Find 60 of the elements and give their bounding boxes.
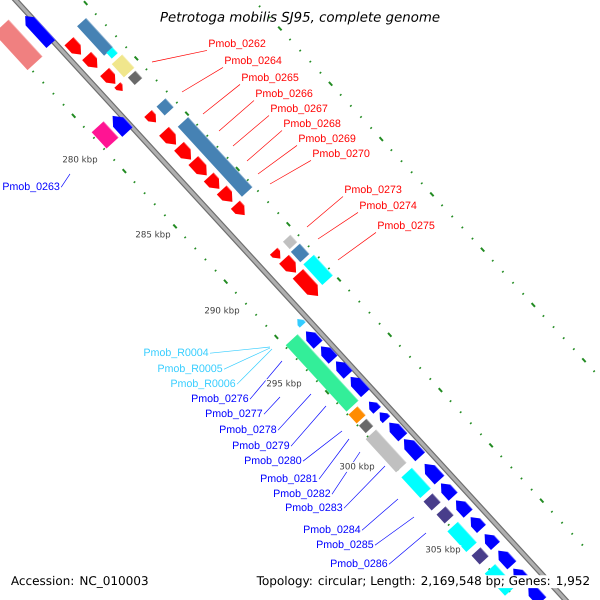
gene-label: Pmob_0277 <box>206 409 262 420</box>
genome-stats-text: Topology: circular; Length: 2,169,548 bp; Genes: 1,952 <box>256 575 591 588</box>
gene-label: Pmob_0283 <box>286 503 342 514</box>
leader-line <box>60 174 70 188</box>
gene-label: Pmob_0273 <box>345 185 402 196</box>
scale-label: 295 kbp <box>266 379 302 389</box>
leader-line <box>290 406 326 447</box>
gene-label: Pmob_0270 <box>313 149 370 160</box>
leader-line <box>302 430 342 462</box>
leader-line <box>264 396 280 415</box>
scale-label: 290 kbp <box>204 306 240 316</box>
gene-label: Pmob_0284 <box>304 525 360 536</box>
leader-line <box>246 130 282 162</box>
gene-label: Pmob_0268 <box>284 119 340 130</box>
gene-label: Pmob_0267 <box>271 104 328 114</box>
gene-label: Pmob_0265 <box>242 73 298 84</box>
leader-line <box>318 212 358 240</box>
accession-text: Accession: NC_010003 <box>11 576 148 588</box>
gene-label: Pmob_0263 <box>3 182 60 192</box>
gene-label: Pmob_0264 <box>225 56 282 66</box>
leader-line <box>362 498 398 531</box>
leader-line <box>388 532 426 565</box>
scale-label: 285 kbp <box>134 230 172 240</box>
gene-label: Pmob_0276 <box>192 394 248 404</box>
leader-line <box>232 115 270 146</box>
scale-label: 280 kbp <box>62 155 98 165</box>
gene-label: Pmob_0266 <box>256 89 312 100</box>
gene-label: Pmob_0280 <box>245 456 302 466</box>
gene-label: Pmob_0285 <box>317 540 374 550</box>
leader-line <box>236 348 272 385</box>
leader-line <box>306 196 344 228</box>
gene-label: Pmob_R0005 <box>158 364 222 374</box>
gene-label: Pmob_0274 <box>360 201 417 212</box>
gene-label: Pmob_0286 <box>331 559 388 570</box>
leader-line <box>224 348 270 370</box>
gene-label: Pmob_R0006 <box>171 379 236 390</box>
gene-label: Pmob_0282 <box>274 489 330 500</box>
scale-label: 305 kbp <box>424 545 462 555</box>
gene-label: Pmob_R0004 <box>144 348 208 358</box>
leader-line <box>270 160 312 184</box>
gene-label: Pmob_0279 <box>233 441 290 452</box>
leader-line <box>250 360 282 400</box>
leader-line <box>344 466 386 509</box>
leader-line <box>152 50 208 62</box>
leader-line <box>218 100 254 132</box>
gene-label: Pmob_0281 <box>261 474 318 484</box>
leader-line <box>318 438 350 480</box>
gene-label: Pmob_0262 <box>209 39 266 50</box>
leader-line <box>278 394 312 431</box>
gene-label: Pmob_0269 <box>299 134 356 144</box>
scale-label: 300 kbp <box>338 462 376 472</box>
leader-line <box>202 84 240 114</box>
leader-line <box>374 516 414 546</box>
leader-line <box>258 145 298 174</box>
leader-line <box>182 67 224 92</box>
leader-line <box>210 346 270 354</box>
leader-line <box>338 232 376 260</box>
gene-label: Pmob_0275 <box>378 221 434 232</box>
title: Petrotoga mobilis SJ95, complete genome <box>160 12 440 24</box>
gene-label: Pmob_0278 <box>220 425 276 436</box>
